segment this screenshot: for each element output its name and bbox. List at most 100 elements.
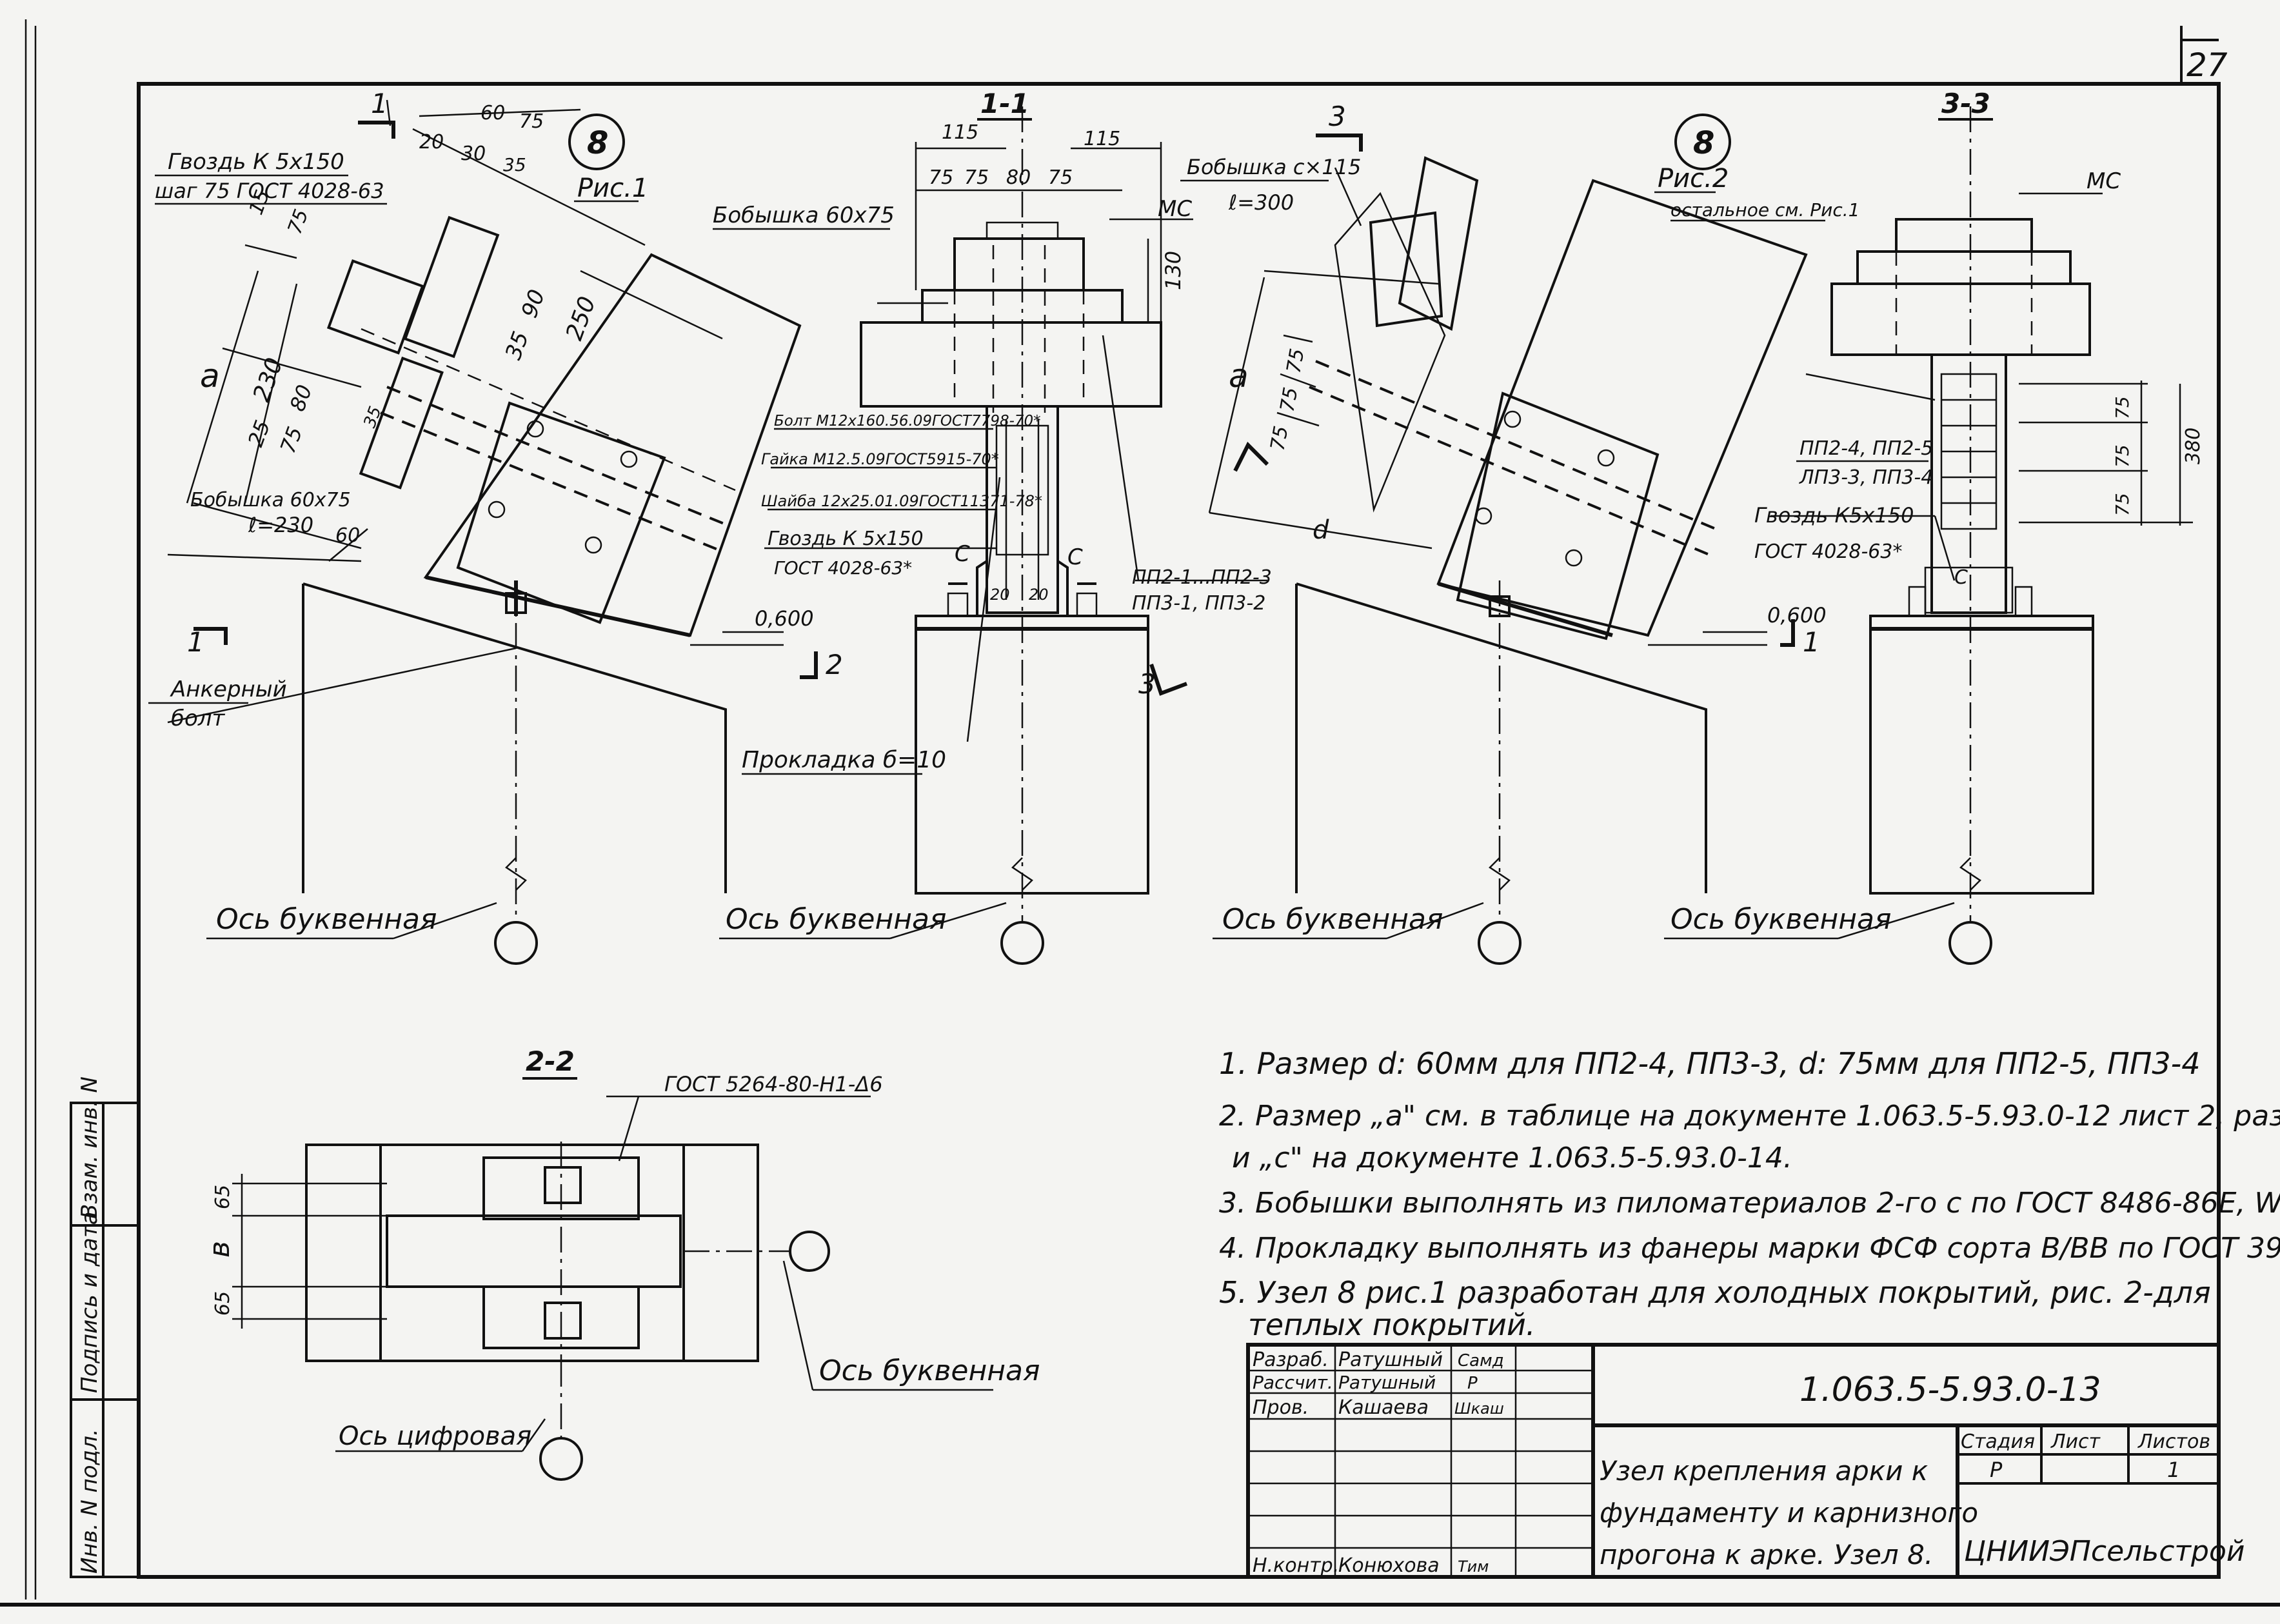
s11-pp-2: ПП3-1, ПП3-2 <box>1132 592 1265 615</box>
fig1-dim-0: 60 <box>481 102 505 124</box>
tb-stage-v: Р <box>1990 1458 2003 1482</box>
s33-pp-2: ЛП3-3, ПП3-4 <box>1799 466 1933 489</box>
fig2-boss-len: ℓ=300 <box>1228 190 1294 215</box>
s33-c: С <box>1954 566 1968 589</box>
tb-sign-3: Тим <box>1458 1558 1489 1576</box>
fig2-cut-3: 3 <box>1329 101 1346 132</box>
s11-dim-8: 20 <box>1029 586 1049 604</box>
fig2-elev: 0,600 <box>1767 603 1827 628</box>
fig1-anchor-1: Анкерный <box>170 677 287 702</box>
tb-role-3: Н.контр. <box>1253 1554 1339 1577</box>
tb-sheets-h: Листов <box>2137 1431 2210 1453</box>
s33-dim-0: 75 <box>2112 396 2133 419</box>
tb-role-1: Рассчит. <box>1253 1372 1333 1393</box>
axis-label-1: Ось буквенная <box>216 903 437 936</box>
stamp-sign: Подпись и дата <box>77 1211 103 1393</box>
s11-mc: МС <box>1158 196 1192 222</box>
s22-axis-letter: Ось буквенная <box>819 1354 1040 1387</box>
s33-nail: Гвоздь К5х150 <box>1754 503 1914 528</box>
view-section-3-3: 3-3 <box>1754 88 2205 965</box>
tb-sign-1: Р <box>1467 1374 1478 1393</box>
note-4: 4. Прокладку выполнять из фанеры марки Ф… <box>1219 1232 2280 1265</box>
s11-boss: Бобышка 60х75 <box>713 203 895 228</box>
axis-labels: Ось буквенная Ось буквенная Ось буквенна… <box>206 902 1955 940</box>
axis-label-3: Ось буквенная <box>1222 903 1443 936</box>
fig1-cut-1b: 1 <box>187 626 204 658</box>
s11-dim-2: 75 <box>929 166 953 189</box>
fig1-cut-1a: 1 <box>371 88 388 119</box>
s22-weld: ГОСТ 5264-80-Н1-Δ6 <box>664 1072 883 1096</box>
tb-role-2: Пров. <box>1253 1396 1309 1419</box>
fig1-node: 8 <box>587 125 608 161</box>
tb-sign-0: Самд <box>1458 1351 1504 1371</box>
note-5: 5. Узел 8 рис.1 разработан для холодных … <box>1219 1275 2211 1310</box>
s11-dim-4: 80 <box>1006 166 1031 189</box>
tb-title-1: Узел крепления арки к <box>1600 1455 1928 1487</box>
notes: 1. Размер d: 60мм для ПП2-4, ПП3-3, d: 7… <box>1219 1046 2280 1342</box>
s11-title: 1-1 <box>980 88 1029 119</box>
fig2-boss: Бобышка с×115 <box>1187 155 1361 179</box>
fig1-boss: Бобышка 60х75 <box>190 489 351 511</box>
s11-dim-6: 130 <box>1161 251 1185 290</box>
tb-role-0: Разраб. <box>1253 1349 1329 1371</box>
fig2-node: 8 <box>1693 125 1714 161</box>
fig2-dim-2: 75 <box>1266 424 1293 453</box>
view-section-2-2: 2-2 ГОСТ 5264-80-Н1-Δ6 65 в 65 Ось букве… <box>203 1045 1040 1481</box>
stamp-inv: Инв. N подл. <box>77 1429 103 1574</box>
s11-nut: Гайка М12.5.09ГОСТ5915-70* <box>761 450 999 468</box>
s11-nail: Гвоздь К 5х150 <box>768 528 924 550</box>
s33-dim-3: 380 <box>2182 428 2205 464</box>
s33-mc: МС <box>2087 168 2121 194</box>
s11-dim-1: 115 <box>1084 128 1120 150</box>
axis-label-2: Ось буквенная <box>726 903 946 936</box>
s11-nail-gost: ГОСТ 4028-63* <box>774 557 912 579</box>
s11-washer: Шайба 12х25.01.09ГОСТ11371-78* <box>761 492 1042 510</box>
s11-shim: Прокладка б=10 <box>742 747 946 773</box>
tb-doc-code: 1.063.5-5.93.0-13 <box>1799 1371 2101 1409</box>
s33-pp-1: ПП2-4, ПП2-5 <box>1799 437 1933 460</box>
fig1-cut-2: 2 <box>826 649 843 680</box>
s11-c-left: С <box>955 541 970 567</box>
s22-axis-digit: Ось цифровая <box>339 1421 531 1451</box>
s33-dim-2: 75 <box>2112 493 2133 516</box>
fig1-nail: Гвоздь К 5х150 <box>168 149 344 175</box>
tb-title-3: прогона к арке. Узел 8. <box>1600 1539 1933 1570</box>
view-section-1-1: 1-1 <box>713 88 1272 965</box>
fig1-dim-14: 60 <box>335 524 360 547</box>
note-2: 2. Размер „а" см. в таблице на документе… <box>1219 1100 2280 1133</box>
fig2-dim-1: 75 <box>1276 386 1302 414</box>
stamp-repl: Взам. инв. N <box>77 1076 103 1219</box>
fig1-anchor-2: болт <box>171 706 226 731</box>
note-2b: и „с" на документе 1.063.5-5.93.0-14. <box>1232 1142 1792 1174</box>
view-fig2: 8 Рис.2 остальное см. Рис.1 Бобышка с×11… <box>1180 101 1859 965</box>
tb-sign-2: Шкаш <box>1454 1400 1504 1418</box>
tb-sheets-v: 1 <box>2167 1458 2180 1482</box>
s22-dim-0: 65 <box>212 1185 234 1209</box>
note-3: 3. Бобышки выполнять из пиломатериалов 2… <box>1219 1187 2280 1220</box>
s11-dim-7: 20 <box>990 586 1010 604</box>
fig1-dim-3: 30 <box>461 143 486 165</box>
tb-sheet-h: Лист <box>2050 1431 2101 1453</box>
fig1-boss-len: ℓ=230 <box>248 513 313 537</box>
s33-title: 3-3 <box>1941 88 1990 119</box>
fig1-dim-1: 75 <box>519 110 544 133</box>
note-1: 1. Размер d: 60мм для ПП2-4, ПП3-3, d: 7… <box>1219 1046 2200 1081</box>
tb-name-2: Кашаева <box>1338 1396 1429 1419</box>
fig1-caption: Рис.1 <box>577 173 648 203</box>
fig2-cut-1: 1 <box>1803 626 1820 658</box>
tb-name-3: Конюхова <box>1338 1554 1440 1577</box>
fig1-elev: 0,600 <box>755 606 814 631</box>
fig1-dim-4: 35 <box>503 154 526 175</box>
fig2-dim-0: 75 <box>1282 347 1309 375</box>
s11-pp-1: ПП2-1...ПП2-3 <box>1132 566 1272 589</box>
s11-bolt: Болт М12х160.56.09ГОСТ7798-70* <box>774 413 1041 430</box>
tb-name-1: Ратушный <box>1338 1372 1436 1393</box>
s11-dim-5: 75 <box>1048 166 1073 189</box>
s11-cut-3: 3 <box>1138 668 1156 700</box>
note-5b: теплых покрытий. <box>1248 1307 1535 1342</box>
fig1-dim-2: 20 <box>419 131 444 153</box>
tb-name-0: Ратушный <box>1338 1349 1443 1371</box>
title-block: Разраб. Ратушный Самд Рассчит. Ратушный … <box>1246 1343 2245 1579</box>
side-stamp: Инв. N подл. Подпись и дата Взам. инв. N <box>70 1076 140 1578</box>
